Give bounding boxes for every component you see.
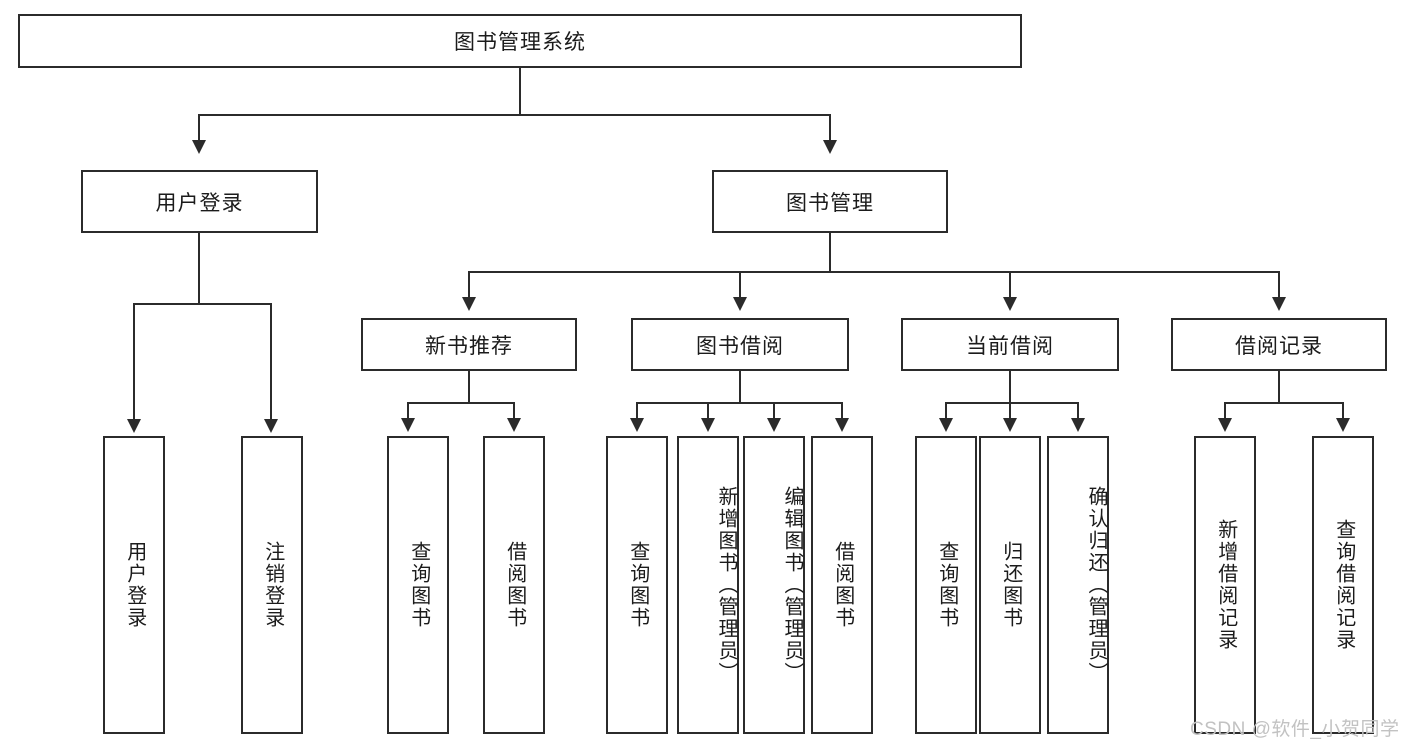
connector-root-bus — [198, 114, 831, 116]
node-current-borrow-label: 当前借阅 — [966, 334, 1054, 358]
connector-bm-to-book-borrow — [739, 271, 741, 299]
connector-borrowrecord-stem — [1278, 371, 1280, 404]
connector-borrowrecord-bus — [1224, 402, 1343, 404]
arrowhead-leaf-return-book — [1003, 418, 1017, 432]
connector-root-to-user-login — [198, 114, 200, 142]
node-leaf-query-book-2-label: 查询图书 — [626, 541, 649, 629]
connector-user-login-bus — [133, 303, 270, 305]
node-leaf-add-record[interactable]: 新增借阅记录 — [1194, 436, 1256, 734]
connector-newbook-to-leaf2 — [513, 402, 515, 420]
arrowhead-leaf-confirm-return — [1071, 418, 1085, 432]
arrowhead-leaf-borrow-book-2 — [835, 418, 849, 432]
node-leaf-return-book-label: 归还图书 — [999, 541, 1022, 629]
connector-newbook-to-leaf1 — [407, 402, 409, 420]
arrowhead-user-login — [192, 140, 206, 154]
node-leaf-add-record-label: 新增借阅记录 — [1214, 519, 1237, 651]
node-leaf-query-record-label: 查询借阅记录 — [1332, 519, 1355, 651]
connector-bookborrow-to-leaf2 — [707, 402, 709, 420]
node-leaf-return-book[interactable]: 归还图书 — [979, 436, 1041, 734]
connector-newbook-stem — [468, 371, 470, 404]
arrowhead-book-management — [823, 140, 837, 154]
connector-newbook-bus — [407, 402, 514, 404]
node-root-label: 图书管理系统 — [454, 31, 586, 54]
node-leaf-user-login-label: 用户登录 — [123, 541, 146, 629]
connector-root-to-book-management — [829, 114, 831, 142]
connector-user-login-stem — [198, 233, 200, 305]
connector-user-login-to-leaf2 — [270, 303, 272, 421]
arrowhead-leaf-logout-login — [264, 419, 278, 433]
node-leaf-borrow-book-2-label: 借阅图书 — [831, 541, 854, 629]
node-leaf-confirm-return-label: 确认归还（管理员） — [1085, 486, 1107, 684]
connector-user-login-to-leaf1 — [133, 303, 135, 421]
arrowhead-leaf-query-book-1 — [401, 418, 415, 432]
node-leaf-borrow-book-1[interactable]: 借阅图书 — [483, 436, 545, 734]
connector-book-management-bus — [468, 271, 1280, 273]
arrowhead-book-borrow — [733, 297, 747, 311]
node-leaf-user-login[interactable]: 用户登录 — [103, 436, 165, 734]
connector-currentborrow-to-leaf1 — [945, 402, 947, 420]
node-leaf-borrow-book-2[interactable]: 借阅图书 — [811, 436, 873, 734]
node-user-login[interactable]: 用户登录 — [81, 170, 318, 233]
node-book-borrow-label: 图书借阅 — [696, 334, 784, 358]
watermark-csdn: CSDN @软件_小贺同学 — [1190, 719, 1400, 740]
node-leaf-edit-book[interactable]: 编辑图书（管理员） — [743, 436, 805, 734]
node-borrow-record[interactable]: 借阅记录 — [1171, 318, 1387, 371]
node-leaf-query-book-1-label: 查询图书 — [407, 541, 430, 629]
node-leaf-query-book-1[interactable]: 查询图书 — [387, 436, 449, 734]
node-leaf-logout-login[interactable]: 注销登录 — [241, 436, 303, 734]
connector-bookborrow-to-leaf1 — [636, 402, 638, 420]
arrowhead-leaf-user-login — [127, 419, 141, 433]
connector-bm-to-borrow-record — [1278, 271, 1280, 299]
arrowhead-leaf-add-record — [1218, 418, 1232, 432]
arrowhead-current-borrow — [1003, 297, 1017, 311]
connector-bookborrow-to-leaf4 — [841, 402, 843, 420]
node-new-book-recommend-label: 新书推荐 — [425, 334, 513, 358]
connector-root-stem — [519, 68, 521, 115]
node-book-management[interactable]: 图书管理 — [712, 170, 948, 233]
node-leaf-query-book-3[interactable]: 查询图书 — [915, 436, 977, 734]
node-root[interactable]: 图书管理系统 — [18, 14, 1022, 68]
arrowhead-leaf-query-record — [1336, 418, 1350, 432]
connector-borrowrecord-to-leaf2 — [1342, 402, 1344, 420]
connector-book-management-stem — [829, 233, 831, 273]
node-leaf-borrow-book-1-label: 借阅图书 — [503, 541, 526, 629]
connector-bookborrow-to-leaf3 — [773, 402, 775, 420]
arrowhead-leaf-borrow-book-1 — [507, 418, 521, 432]
node-leaf-logout-login-label: 注销登录 — [261, 541, 284, 629]
connector-bm-to-new-book — [468, 271, 470, 299]
node-book-management-label: 图书管理 — [786, 191, 874, 215]
connector-currentborrow-bus — [945, 402, 1078, 404]
node-borrow-record-label: 借阅记录 — [1235, 334, 1323, 358]
arrowhead-borrow-record — [1272, 297, 1286, 311]
connector-currentborrow-to-leaf2 — [1009, 402, 1011, 420]
node-leaf-add-book-label: 新增图书（管理员） — [715, 486, 737, 684]
node-leaf-query-record[interactable]: 查询借阅记录 — [1312, 436, 1374, 734]
arrowhead-leaf-query-book-3 — [939, 418, 953, 432]
arrowhead-leaf-add-book — [701, 418, 715, 432]
arrowhead-leaf-query-book-2 — [630, 418, 644, 432]
arrowhead-new-book-recommend — [462, 297, 476, 311]
connector-currentborrow-to-leaf3 — [1077, 402, 1079, 420]
arrowhead-leaf-edit-book — [767, 418, 781, 432]
node-leaf-query-book-3-label: 查询图书 — [935, 541, 958, 629]
node-book-borrow[interactable]: 图书借阅 — [631, 318, 849, 371]
connector-bookborrow-bus — [636, 402, 842, 404]
connector-bm-to-current-borrow — [1009, 271, 1011, 299]
node-leaf-query-book-2[interactable]: 查询图书 — [606, 436, 668, 734]
node-new-book-recommend[interactable]: 新书推荐 — [361, 318, 577, 371]
connector-bookborrow-stem — [739, 371, 741, 404]
connector-borrowrecord-to-leaf1 — [1224, 402, 1226, 420]
node-leaf-confirm-return[interactable]: 确认归还（管理员） — [1047, 436, 1109, 734]
node-user-login-label: 用户登录 — [155, 191, 244, 215]
node-leaf-add-book[interactable]: 新增图书（管理员） — [677, 436, 739, 734]
node-leaf-edit-book-label: 编辑图书（管理员） — [781, 486, 803, 684]
connector-currentborrow-stem — [1009, 371, 1011, 404]
node-current-borrow[interactable]: 当前借阅 — [901, 318, 1119, 371]
